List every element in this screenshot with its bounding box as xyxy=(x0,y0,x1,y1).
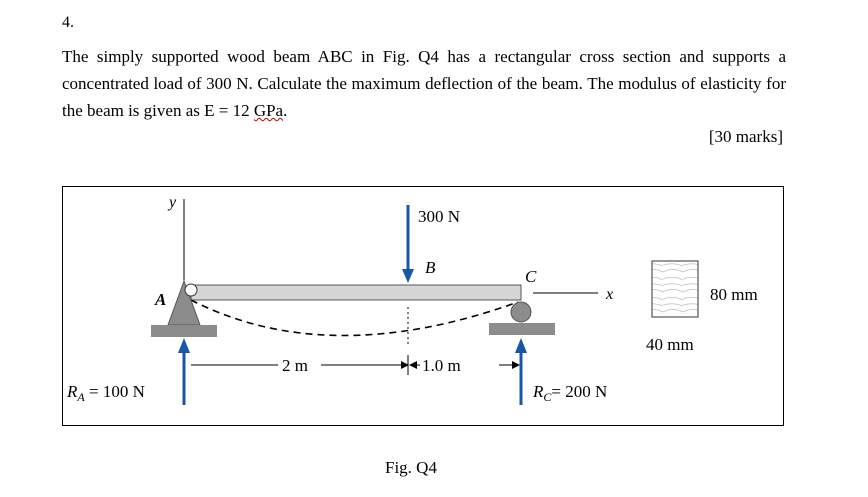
point-c-label: C xyxy=(525,267,537,286)
marks-label: [30 marks] xyxy=(708,127,783,146)
question-text-end: . xyxy=(283,101,288,120)
question-number: 4. xyxy=(62,14,74,31)
reaction-c-symbol: R xyxy=(532,382,544,401)
roller-support-c xyxy=(510,301,532,323)
x-axis-label: x xyxy=(605,286,613,303)
y-axis-label: y xyxy=(167,194,177,211)
dim-ab-label: 2 m xyxy=(282,356,308,375)
reaction-c-value: = 200 N xyxy=(551,382,607,401)
pin-a xyxy=(184,283,198,297)
section-height-label: 80 mm xyxy=(710,285,758,304)
gpa-unit: GPa xyxy=(253,101,284,120)
point-a-label: A xyxy=(154,290,166,309)
reaction-a-label: RA = 100 N xyxy=(66,382,145,404)
beam xyxy=(190,284,522,301)
reaction-c-subscript: C xyxy=(543,390,552,404)
reaction-a-value: = 100 N xyxy=(85,382,145,401)
load-arrow-head xyxy=(402,269,414,283)
reaction-c-arrow-head xyxy=(515,338,527,353)
beam-diagram: y A C x 300 N B RA = 100 N RC= 200 N xyxy=(66,194,758,405)
cross-section xyxy=(651,260,699,318)
beam-figure: y A C x 300 N B RA = 100 N RC= 200 N xyxy=(62,186,784,426)
question-text: The simply supported wood beam ABC in Fi… xyxy=(62,43,786,124)
dim-bc-label: 1.0 m xyxy=(422,356,461,375)
load-label: 300 N xyxy=(418,207,460,226)
section-width-label: 40 mm xyxy=(646,335,694,354)
point-b-label: B xyxy=(425,258,436,277)
reaction-c-label: RC= 200 N xyxy=(532,382,607,404)
deflection-curve xyxy=(190,299,519,337)
ground-c xyxy=(489,323,555,335)
question-text-body: The simply supported wood beam ABC in Fi… xyxy=(62,47,786,120)
reaction-a-arrow-head xyxy=(178,338,190,353)
reaction-a-symbol: R xyxy=(66,382,78,401)
figure-caption: Fig. Q4 xyxy=(385,458,437,477)
reaction-a-subscript: A xyxy=(76,390,85,404)
ground-a xyxy=(151,325,217,337)
